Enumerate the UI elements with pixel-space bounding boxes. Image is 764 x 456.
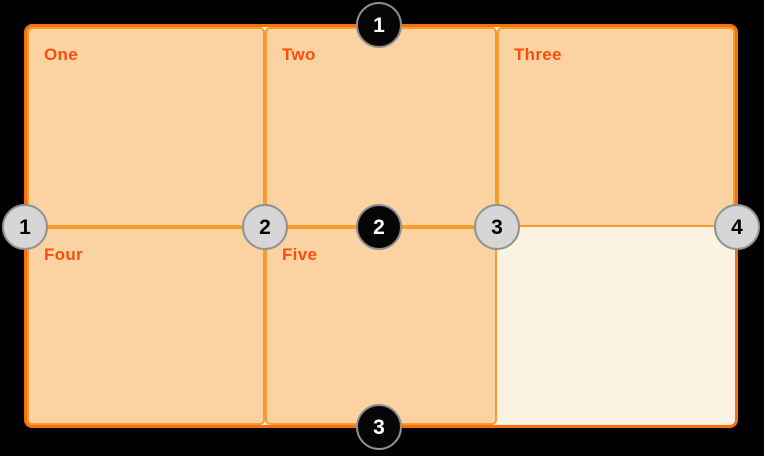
grid-item-label: Five — [282, 245, 318, 264]
row-line-number: 1 — [373, 13, 385, 37]
grid-item-label: Three — [514, 45, 562, 64]
row-line-marker-1: 1 — [356, 2, 402, 48]
column-line-number: 4 — [731, 215, 743, 239]
column-line-marker-3: 3 — [474, 204, 520, 250]
column-line-number: 3 — [491, 215, 503, 239]
row-line-marker-3: 3 — [356, 404, 402, 450]
grid-container: One Two Three Four Five — [24, 24, 738, 428]
column-line-marker-4: 4 — [714, 204, 760, 250]
grid-item-one: One — [27, 27, 265, 227]
row-line-marker-2: 2 — [356, 204, 402, 250]
column-line-number: 2 — [259, 215, 271, 239]
grid-item-two: Two — [265, 27, 497, 227]
grid-item-four: Four — [27, 227, 265, 425]
row-line-number: 2 — [373, 215, 385, 239]
row-line-number: 3 — [373, 415, 385, 439]
column-line-marker-2: 2 — [242, 204, 288, 250]
grid-item-five: Five — [265, 227, 497, 425]
grid-item-label: Four — [44, 245, 83, 264]
grid-item-label: One — [44, 45, 78, 64]
grid-item-three: Three — [497, 27, 735, 227]
grid-item-label: Two — [282, 45, 316, 64]
grid-cell-empty — [497, 227, 735, 425]
column-line-marker-1: 1 — [2, 204, 48, 250]
column-line-number: 1 — [19, 215, 31, 239]
